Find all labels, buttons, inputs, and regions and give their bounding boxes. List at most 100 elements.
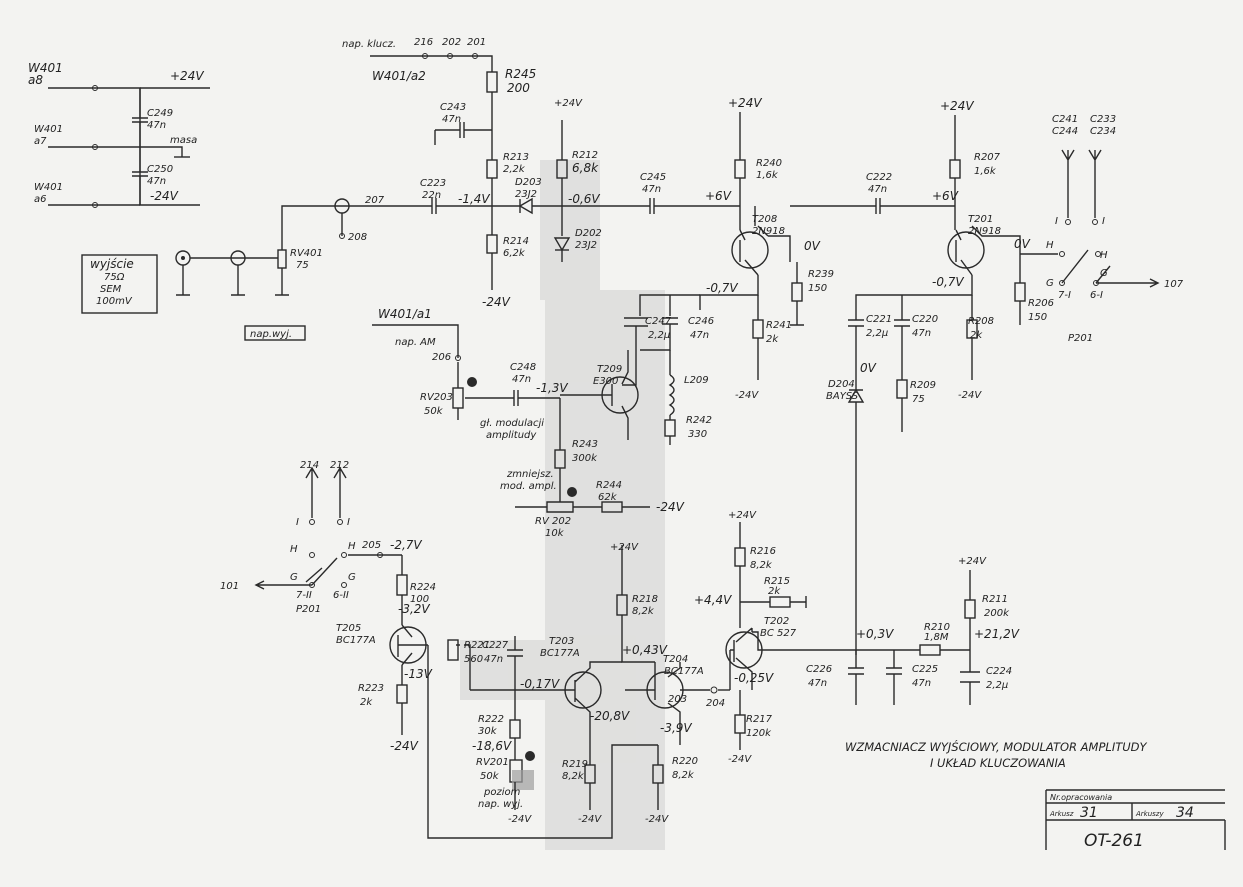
pin208-label: 208: [348, 232, 367, 243]
r214-value: 6,2k: [503, 248, 526, 259]
r224-value: 100: [410, 594, 429, 605]
title-block-header: Nr.opracowania: [1050, 793, 1112, 802]
r239-value: 150: [808, 283, 827, 294]
switch-h2-left: H: [348, 541, 356, 552]
t205-stage: [389, 555, 658, 839]
t203-t204-stage: [447, 545, 730, 810]
m24-g: -24V: [645, 814, 669, 825]
volt-plus6-b: +6V: [932, 189, 959, 203]
arkuszy-label: Arkuszy: [1135, 810, 1164, 818]
copy-shading: [460, 160, 665, 850]
pin204-label: 204: [706, 698, 725, 709]
r221-label: R221: [464, 640, 490, 651]
r215-value: 2k: [768, 586, 781, 597]
masa-label: masa: [170, 135, 197, 146]
r217-value: 120k: [746, 728, 772, 739]
nap-klucz-label: nap. klucz.: [342, 39, 396, 50]
switch-i-left: I: [296, 517, 299, 528]
r214-label: R214: [503, 236, 529, 247]
t203-label: T203: [549, 636, 574, 647]
r221-value: 560: [464, 654, 483, 665]
pin107-label: 107: [1164, 279, 1184, 290]
switch-g-label: G: [1046, 278, 1054, 289]
pin205-label: 205: [362, 540, 381, 551]
arkuszy-value: 34: [1176, 805, 1194, 821]
r210-label: R210: [924, 622, 950, 633]
volt-0-b: 0V: [1014, 237, 1031, 251]
c243-value: 47n: [442, 114, 461, 125]
zmniejsz-line2: mod. ampl.: [500, 481, 557, 492]
nap-wyj-frame: [244, 325, 306, 341]
c220-value: 47n: [912, 328, 931, 339]
r217-label: R217: [746, 714, 773, 725]
p24-b: +24V: [728, 96, 762, 110]
t202-type: BC 527: [760, 628, 797, 639]
d203-label: D203: [515, 177, 542, 188]
c224-label: C224: [986, 666, 1012, 677]
r220-label: R220: [672, 756, 698, 767]
switch-6ii-left: 6-II: [333, 590, 349, 601]
switch-7ii-left: 7-II: [296, 590, 312, 601]
w401-a2-label: W401/a2: [372, 69, 426, 83]
volt-minus0-17: -0,17V: [520, 677, 560, 691]
r209-value: 75: [912, 394, 925, 405]
gl-modulacji-line1: gł. modulacji: [480, 418, 544, 429]
rv203-label: RV203: [420, 392, 453, 403]
r206-value: 150: [1028, 312, 1047, 323]
rv203-value: 50k: [424, 406, 444, 417]
r211-value: 200k: [984, 608, 1010, 619]
d204-value: BAYSS: [826, 391, 859, 402]
rv202-value: 10k: [545, 528, 565, 539]
c233-text: C233: [1090, 114, 1116, 125]
r211-label: R211: [982, 594, 1008, 605]
switch-7i-label: 7-I: [1058, 290, 1071, 301]
r243-value: 300k: [572, 453, 598, 464]
d202-value: 23J2: [575, 240, 597, 251]
t202-label: T202: [764, 616, 789, 627]
p201-label-right: P201: [1068, 333, 1093, 344]
p24-c: +24V: [940, 99, 974, 113]
pin216-label: 216: [414, 37, 433, 48]
volt-minus1-4: -1,4V: [458, 192, 490, 206]
volt-minus1-3: -1,3V: [536, 381, 568, 395]
rv401-value: 75: [296, 260, 309, 271]
m24-a: -24V: [482, 295, 511, 309]
volt-plus21-2: +21,2V: [974, 627, 1020, 641]
r212-value: 6,8k: [572, 161, 599, 175]
bias-network: [848, 570, 980, 705]
c245-value: 47n: [642, 184, 661, 195]
c225-label: C225: [912, 664, 938, 675]
c227-value: 47n: [484, 654, 503, 665]
r212-label: R212: [572, 150, 598, 161]
w401-a1-label: W401/a1: [378, 307, 432, 321]
t209-label: T209: [597, 364, 622, 375]
r219-label: R219: [562, 759, 588, 770]
r242-label: R242: [686, 415, 712, 426]
r243-label: R243: [572, 439, 598, 450]
t208-type: 2N918: [752, 226, 785, 237]
c223-label: C223: [420, 178, 446, 189]
t201-type: 2N918: [968, 226, 1001, 237]
m24-b: -24V: [735, 390, 759, 401]
r244-label: R244: [596, 480, 622, 491]
c223-value: 22n: [422, 190, 441, 201]
pin202-label: 202: [442, 37, 461, 48]
d202-label: D202: [575, 228, 602, 239]
c224-value: 2,2μ: [986, 680, 1008, 691]
rv201-network: [509, 690, 535, 810]
volt-minus0-6: -0,6V: [568, 192, 600, 206]
t202-stage: [725, 522, 856, 750]
c226-label: C226: [806, 664, 832, 675]
t205-label: T205: [336, 623, 361, 634]
t209-type: E300: [593, 376, 618, 387]
switch-ii-label: I: [1102, 216, 1105, 227]
volt-0-a: 0V: [804, 239, 821, 253]
r218-label: R218: [632, 594, 658, 605]
output-box-line4: 100mV: [96, 296, 133, 307]
